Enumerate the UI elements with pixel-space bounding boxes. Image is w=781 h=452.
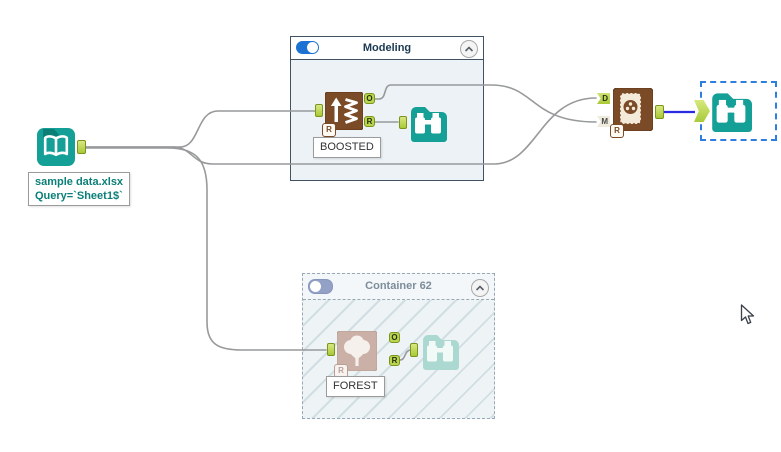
forest-annotation[interactable]: FOREST xyxy=(326,376,385,397)
container-62-collapse-button[interactable] xyxy=(471,279,489,297)
modeling-container-header[interactable]: Modeling xyxy=(291,37,483,60)
container-62[interactable]: Container 62 xyxy=(302,273,495,419)
chevron-up-icon xyxy=(475,285,485,291)
score-icon xyxy=(612,87,654,132)
forest-output-anchor-r[interactable]: R xyxy=(389,355,400,366)
connection-forest-r-to-browse[interactable] xyxy=(399,349,412,361)
browse-tool-container62[interactable] xyxy=(421,332,459,375)
container-62-toggle[interactable] xyxy=(308,279,333,294)
forest-model-tool[interactable]: R xyxy=(334,330,378,378)
r-language-badge: R xyxy=(322,123,336,137)
connection-input-to-forest[interactable] xyxy=(84,147,327,351)
browse-tool-output[interactable] xyxy=(710,90,752,137)
binoculars-icon xyxy=(411,107,447,142)
modeling-toggle[interactable] xyxy=(296,41,319,54)
modeling-collapse-button[interactable] xyxy=(460,40,478,58)
modeling-container-title: Modeling xyxy=(362,42,412,54)
container-62-header[interactable]: Container 62 xyxy=(303,274,494,300)
forest-input-anchor[interactable] xyxy=(327,343,335,356)
score-output-anchor[interactable] xyxy=(655,105,664,119)
boosted-model-tool[interactable]: R xyxy=(322,91,364,137)
input-data-icon xyxy=(37,128,75,166)
binoculars-icon xyxy=(712,93,752,132)
toggle-knob xyxy=(310,281,321,292)
mouse-cursor xyxy=(740,304,755,331)
browse-tool-modeling[interactable] xyxy=(409,104,447,147)
annotation-line-2: Query=`Sheet1$` xyxy=(35,190,123,202)
input-annotation[interactable]: sample data.xlsx Query=`Sheet1$` xyxy=(28,172,131,206)
chevron-up-icon xyxy=(464,46,474,52)
binoculars-icon xyxy=(423,335,459,370)
boosted-input-anchor[interactable] xyxy=(315,104,323,117)
boosted-annotation[interactable]: BOOSTED xyxy=(313,137,381,158)
connection-boosted-o-to-score-m[interactable] xyxy=(374,84,597,123)
toggle-knob xyxy=(307,42,318,53)
browse-modeling-input-anchor[interactable] xyxy=(399,116,407,129)
connection-input-to-boosted[interactable] xyxy=(84,110,316,148)
score-tool[interactable]: R xyxy=(610,87,654,138)
container-62-title: Container 62 xyxy=(365,280,432,292)
boosted-model-icon xyxy=(324,91,364,131)
input-data-tool[interactable] xyxy=(37,128,75,171)
input-output-anchor[interactable] xyxy=(77,140,86,154)
forest-output-anchor-o[interactable]: O xyxy=(389,332,400,343)
score-input-anchor-d[interactable]: D xyxy=(597,93,610,104)
cursor-arrow-icon xyxy=(740,304,755,325)
browse-output-input-anchor[interactable] xyxy=(694,100,710,122)
score-input-anchor-m[interactable]: M xyxy=(597,116,610,127)
boosted-output-anchor-o[interactable]: O xyxy=(364,93,375,104)
r-language-badge: R xyxy=(610,124,624,138)
boosted-output-anchor-r[interactable]: R xyxy=(364,116,375,127)
browse-container62-input-anchor[interactable] xyxy=(410,343,418,357)
annotation-line-1: sample data.xlsx xyxy=(35,176,124,188)
